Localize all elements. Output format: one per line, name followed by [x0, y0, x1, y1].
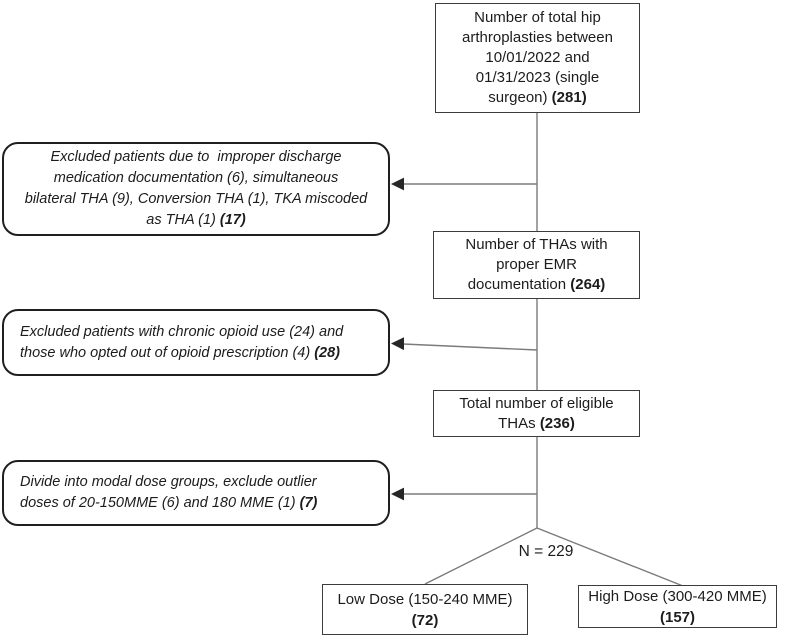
node-text-line: Low Dose (150-240 MME) [337, 590, 513, 608]
exclusion-count: (17) [219, 212, 246, 228]
exclusion-text: doses of 20-150MME (6) and 180 MME (1) [20, 495, 296, 511]
exclusion-text-line: Excluded patients due to improper discha… [50, 149, 342, 165]
exclusion-text-line: as THA (1) (17) [146, 210, 245, 231]
node-text-line: surgeon) (281) [488, 88, 586, 108]
exclusion-text-line: Excluded patients with chronic opioid us… [20, 323, 344, 340]
exclusion-text-line: bilateral THA (9), Conversion THA (1), T… [24, 191, 368, 207]
node-text-line: 01/31/2023 (single [475, 69, 600, 86]
node-text-line: Number of total hip [474, 9, 601, 26]
node-text-line: THAs (236) [498, 414, 575, 434]
exclusion-text-line: medication documentation (6), simultaneo… [53, 170, 339, 186]
node-text-line: proper EMR [496, 256, 577, 273]
node-text: THAs [498, 414, 536, 432]
node-proper-emr: Number of THAs with proper EMR documenta… [433, 231, 640, 299]
exclusion-count: (7) [299, 495, 318, 511]
node-count: (264) [570, 276, 606, 293]
node-count: (72) [411, 611, 439, 629]
arrowhead-exclusion-1 [391, 177, 404, 191]
node-count: (281) [551, 89, 587, 106]
exclusion-count: (28) [314, 344, 341, 361]
exclusion-box-modal-dose: Divide into modal dose groups, exclude o… [2, 460, 390, 526]
exclusion-text: as THA (1) [146, 212, 216, 228]
node-text: documentation [467, 276, 567, 293]
arrow-stem-exclusion-2 [402, 343, 538, 351]
arrowhead-exclusion-2 [391, 337, 404, 351]
exclusion-text-line: those who opted out of opioid prescripti… [20, 343, 340, 364]
exclusion-text-line: doses of 20-150MME (6) and 180 MME (1) (… [20, 493, 317, 514]
node-text-line: Total number of eligible [459, 394, 614, 412]
node-total-arthroplasties: Number of total hip arthroplasties betwe… [435, 3, 640, 113]
exclusion-text-line: Divide into modal dose groups, exclude o… [20, 474, 317, 490]
split-count-label: N = 229 [518, 543, 574, 560]
node-eligible-thas: Total number of eligible THAs (236) [433, 390, 640, 437]
node-text-line: documentation (264) [468, 275, 606, 295]
node-text-line: High Dose (300-420 MME) [588, 587, 767, 605]
node-text-line: Number of THAs with [465, 236, 608, 253]
node-text-line: 10/01/2022 and [485, 49, 590, 66]
exclusion-text: those who opted out of opioid prescripti… [20, 344, 311, 361]
node-text: surgeon) [488, 89, 548, 106]
node-count: (236) [539, 414, 575, 432]
connector-split-to-low-dose [424, 527, 538, 585]
node-text-line: arthroplasties between [462, 29, 613, 46]
exclusion-box-documentation: Excluded patients due to improper discha… [2, 142, 390, 236]
node-count: (157) [659, 608, 696, 626]
connector-split-to-high-dose [536, 527, 684, 587]
exclusion-box-chronic-opioid: Excluded patients with chronic opioid us… [2, 309, 390, 376]
node-high-dose: High Dose (300-420 MME) (157) [578, 585, 777, 628]
node-low-dose: Low Dose (150-240 MME) (72) [322, 584, 528, 635]
arrowhead-exclusion-3 [391, 487, 404, 501]
